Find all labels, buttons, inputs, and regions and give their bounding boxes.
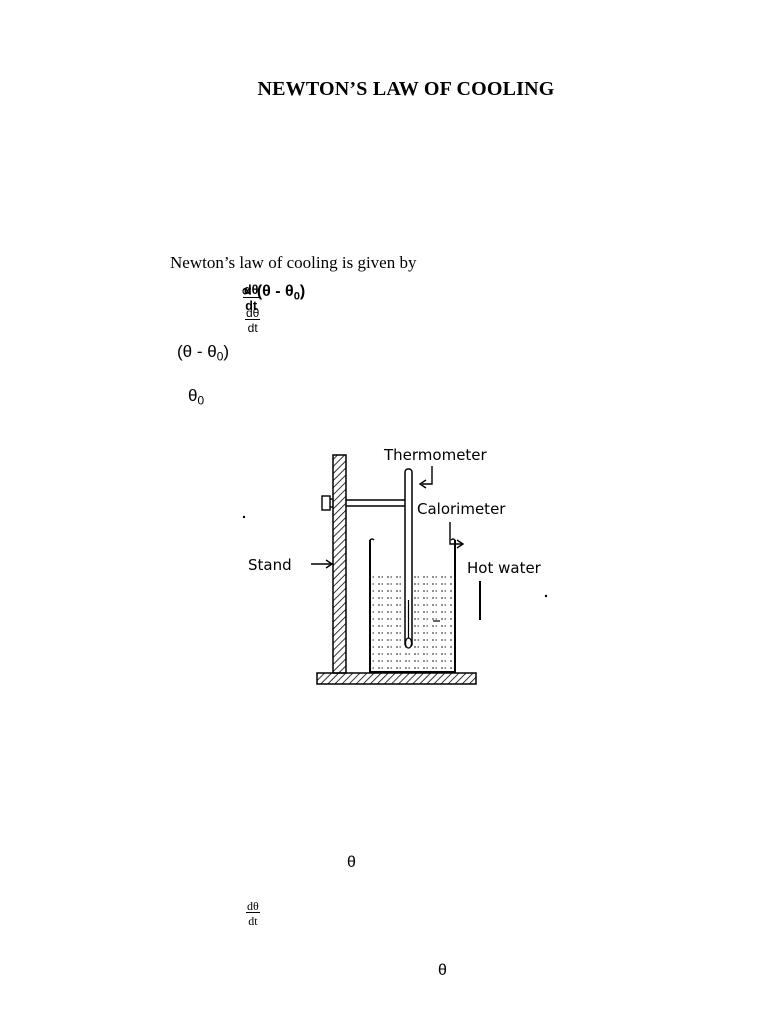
label-hot-water: Hot water: [467, 559, 542, 577]
stray-dot: [242, 515, 246, 519]
formula-fraction-den: dt: [243, 296, 260, 313]
theta-symbol: θ: [347, 854, 356, 871]
theta-symbol-bottom: θ: [438, 962, 447, 979]
stand-arrow: [311, 559, 334, 569]
formula-fraction-num: dθ: [244, 283, 259, 297]
stray-dot: [544, 594, 548, 598]
fraction-small-den: dt: [245, 319, 261, 334]
formula-rhs: ∝ (θ - θ0): [241, 281, 305, 302]
fraction-lower-den: dt: [246, 912, 260, 927]
temperature-difference: (θ - θ0): [177, 342, 229, 364]
formula-rhs-sub: 0: [293, 290, 300, 303]
fraction-lower-num: dθ: [247, 899, 259, 913]
intro-text: Newton’s law of cooling is given by: [170, 253, 417, 272]
clamp: [321, 495, 407, 511]
page-title: NEWTON’S LAW OF COOLING: [257, 78, 555, 100]
formula-fraction: dθ dt: [243, 283, 260, 313]
calorimeter: [369, 538, 456, 673]
label-thermometer: Thermometer: [383, 446, 488, 464]
theta-zero: θ0: [188, 386, 204, 408]
fraction-small: dθ dt: [245, 306, 261, 335]
thermometer: [404, 468, 413, 649]
label-calorimeter: Calorimeter: [417, 500, 506, 518]
temperature-difference-open: (θ - θ: [177, 342, 217, 361]
theta-zero-sub: 0: [197, 393, 205, 408]
fraction-small-num: dθ: [246, 306, 260, 320]
calorimeter-arrow: [449, 522, 465, 549]
formula-rhs-text: ∝ (θ - θ: [241, 283, 294, 300]
thermometer-arrow: [418, 466, 433, 489]
theta-zero-symbol: θ: [188, 386, 198, 405]
fraction-lower: dθ dt: [246, 900, 260, 929]
temperature-difference-close: ): [223, 342, 229, 361]
base-plate: [316, 672, 477, 685]
temperature-difference-sub: 0: [216, 349, 224, 364]
formula-rhs-close: ): [299, 283, 306, 300]
label-stand: Stand: [248, 556, 292, 574]
stand-rod: [332, 454, 347, 674]
